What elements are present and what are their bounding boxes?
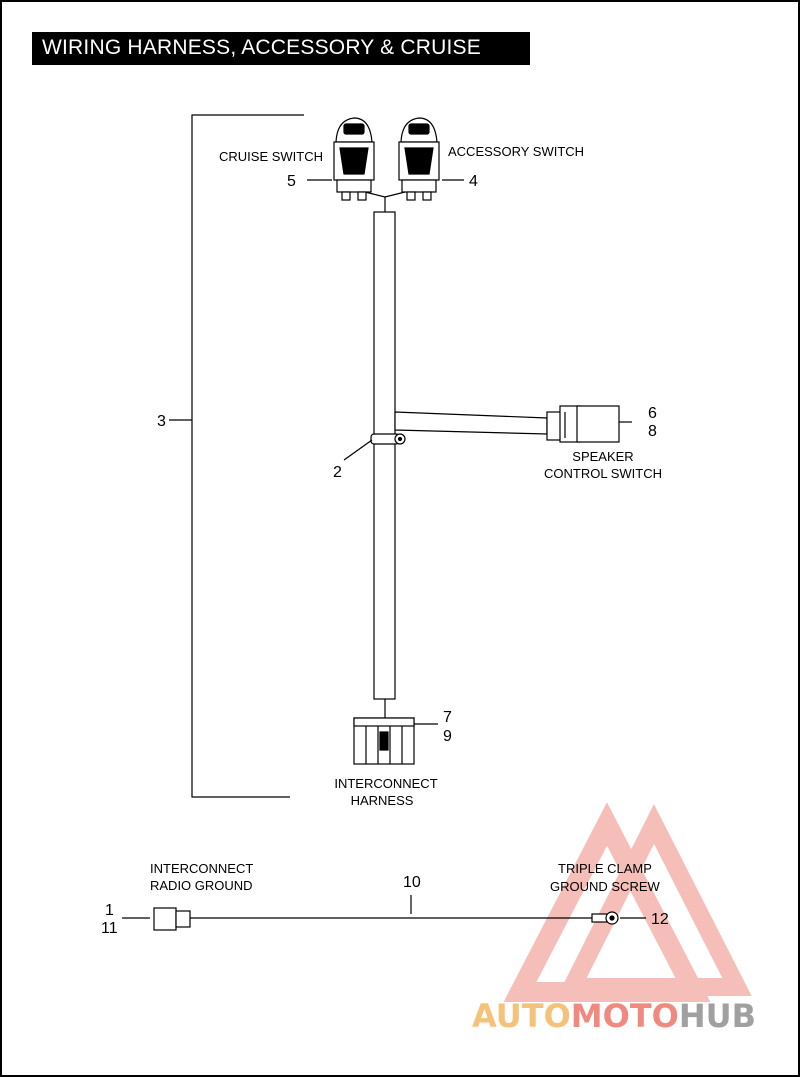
interconnect-label-line2: HARNESS	[351, 793, 414, 808]
speaker-label-line2: CONTROL SWITCH	[544, 466, 662, 481]
speaker-connector	[546, 405, 632, 443]
callout-6: 6	[648, 405, 657, 422]
main-harness-tube	[364, 191, 406, 718]
callout-4: 4	[469, 173, 478, 190]
page-title: WIRING HARNESS, ACCESSORY & CRUISE	[42, 36, 481, 59]
title-bar: WIRING HARNESS, ACCESSORY & CRUISE	[32, 32, 530, 65]
callout-3: 3	[157, 413, 166, 430]
accessory-switch-label: ACCESSORY SWITCH	[448, 144, 584, 159]
ground-wire	[122, 895, 646, 931]
cruise-switch-label: CRUISE SWITCH	[219, 149, 323, 164]
callout-5: 5	[287, 173, 296, 190]
callout-1: 1	[105, 902, 114, 919]
triple-clamp-label-line2: GROUND SCREW	[550, 879, 661, 894]
callout-2: 2	[333, 464, 342, 481]
callout-11: 11	[101, 920, 118, 937]
watermark-text: AUTOMOTOHUB	[472, 997, 756, 1035]
interconnect-label-line1: INTERCONNECT	[334, 776, 437, 791]
radio-ground-label-line1: INTERCONNECT	[150, 861, 253, 876]
triple-clamp-label-line1: TRIPLE CLAMP	[558, 861, 652, 876]
callout-9: 9	[443, 728, 452, 745]
callout-7: 7	[443, 709, 452, 726]
bracket-3	[169, 114, 304, 798]
radio-ground-label-line2: RADIO GROUND	[150, 878, 253, 893]
callout-8: 8	[648, 423, 657, 440]
interconnect-connector	[353, 717, 438, 765]
cruise-switch-icon	[307, 117, 375, 201]
accessory-switch-icon	[398, 117, 464, 201]
watermark-triangle	[503, 802, 752, 1002]
speaker-branch	[394, 411, 548, 435]
callout-12: 12	[651, 911, 669, 928]
callout-10: 10	[403, 874, 421, 891]
cable-strap	[343, 433, 406, 461]
speaker-label-line1: SPEAKER	[572, 449, 633, 464]
